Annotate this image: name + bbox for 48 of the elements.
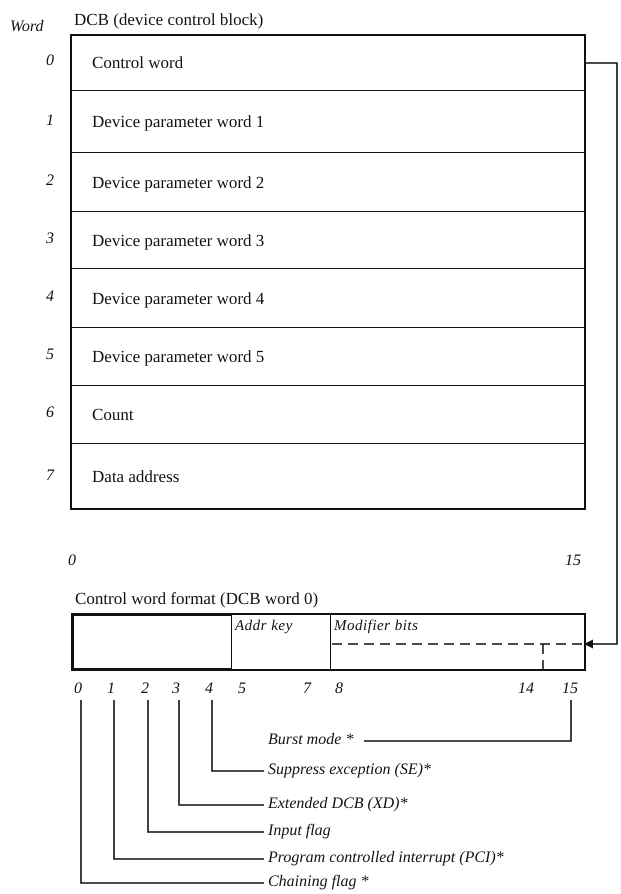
- bit-number: 15: [562, 680, 578, 698]
- field-label: Addr key: [235, 617, 293, 636]
- flag-label: Program controlled interrupt (PCI)*: [268, 848, 504, 868]
- leader-line: [211, 700, 264, 772]
- empty-field: [73, 615, 232, 669]
- row-label: Count: [92, 405, 134, 425]
- bit-number: 14: [518, 680, 534, 698]
- bit-number: 4: [205, 680, 213, 698]
- heading: Control word format (DCB word 0): [75, 589, 318, 609]
- bit-number: 7: [303, 680, 311, 698]
- bit-number: 0: [68, 552, 76, 570]
- heading: DCB (device control block): [74, 10, 264, 30]
- bit-number: 1: [107, 680, 115, 698]
- bit-number: 3: [172, 680, 180, 698]
- word-number: 2: [46, 172, 54, 190]
- flag-label: Extended DCB (XD)*: [268, 794, 408, 814]
- row-label: Data address: [92, 466, 180, 486]
- word-number: 5: [46, 346, 54, 364]
- bit-number: 8: [335, 680, 343, 698]
- word-number: 1: [46, 112, 54, 130]
- flag-label: Chaining flag *: [268, 872, 368, 892]
- leader-line: [80, 700, 264, 884]
- leader-line: [147, 700, 264, 833]
- flag-label: Burst mode *: [268, 730, 354, 750]
- bit-number: 2: [141, 680, 149, 698]
- flag-label: Input flag: [268, 821, 331, 841]
- flag-label: Suppress exception (SE)*: [268, 760, 431, 780]
- word-number: 7: [46, 467, 54, 485]
- leader-line: [364, 700, 572, 742]
- field-cell: [330, 615, 584, 669]
- column-heading: Word: [10, 18, 44, 36]
- bit-number: 0: [74, 680, 82, 698]
- word-number: 4: [46, 288, 54, 306]
- leader-line: [178, 700, 264, 806]
- arrow: [584, 62, 618, 648]
- row-label: Device parameter word 1: [92, 112, 264, 132]
- row-label: Device parameter word 5: [92, 347, 264, 367]
- leader-line: [113, 700, 264, 860]
- row-label: Device parameter word 3: [92, 230, 264, 250]
- word-number: 3: [46, 230, 54, 248]
- row-label: Device parameter word 4: [92, 288, 264, 308]
- row-label: Device parameter word 2: [92, 172, 264, 192]
- word-number: 0: [46, 52, 54, 70]
- word-number: 6: [46, 404, 54, 422]
- row-label: Control word: [92, 53, 184, 73]
- field-label: Modifier bits: [334, 617, 418, 636]
- bit-number: 15: [565, 552, 581, 570]
- bit-number: 5: [238, 680, 246, 698]
